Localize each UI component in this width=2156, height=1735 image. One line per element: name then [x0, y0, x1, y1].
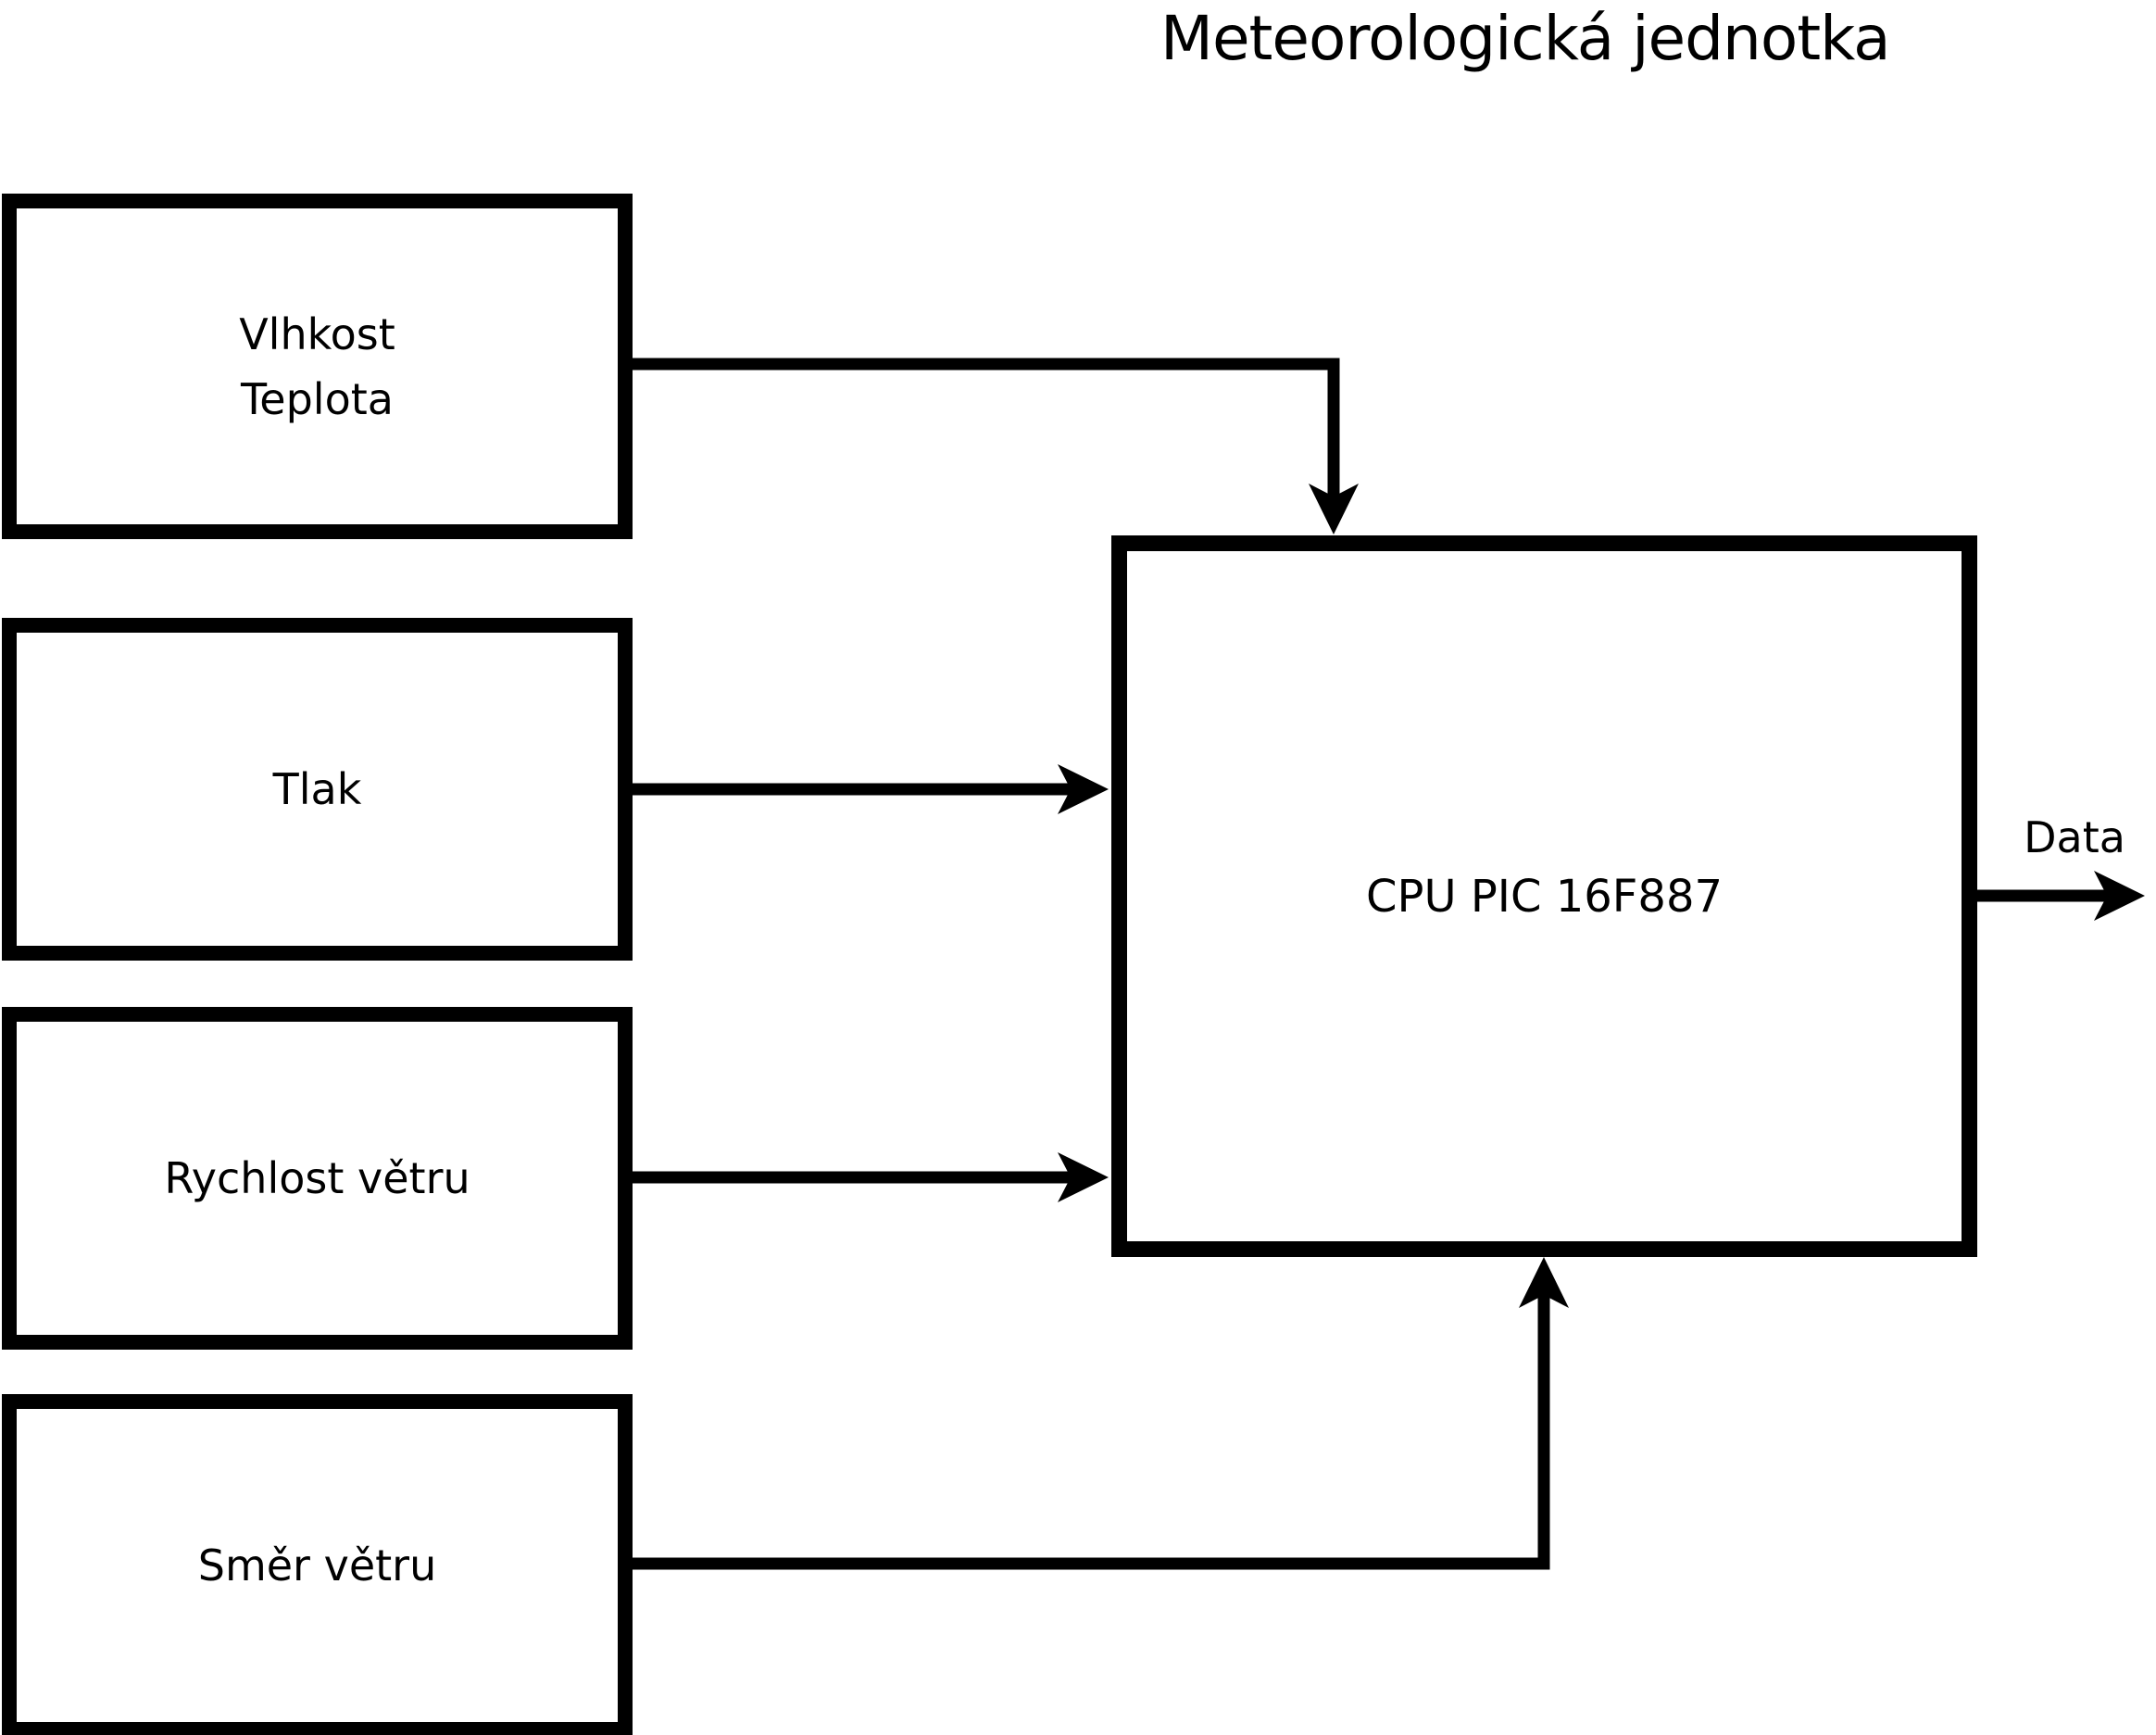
cpu-label: CPU PIC 16F887 [1365, 870, 1724, 923]
sensor-label-smer-vetru: Směr větru [197, 1540, 437, 1590]
connector-vlhkost-to-cpu [633, 358, 1359, 534]
connector-tlak-to-cpu [633, 764, 1109, 814]
sensor-label-tlak: Tlak [272, 764, 362, 814]
diagram-title: Meteorologická jednotka [1160, 3, 1891, 74]
sensor-label-vlhkost: Vlhkost [239, 308, 395, 359]
sensor-box-vlhkost-teplota: Vlhkost Teplota [2, 194, 633, 539]
sensor-box-smer-vetru: Směr větru [2, 1394, 633, 1735]
cpu-box: CPU PIC 16F887 [1111, 535, 1977, 1257]
sensor-box-rychlost-vetru: Rychlost větru [2, 1007, 633, 1350]
connector-cpu-to-data [1977, 871, 2145, 921]
sensor-box-label: Vlhkost Teplota [239, 302, 395, 432]
sensor-box-tlak: Tlak [2, 618, 633, 961]
data-output-label: Data [2024, 812, 2125, 862]
sensor-label-teplota: Teplota [241, 373, 394, 424]
connector-rychlost-to-cpu [633, 1152, 1109, 1202]
connector-smer-to-cpu [633, 1257, 1569, 1570]
sensor-label-rychlost-vetru: Rychlost větru [164, 1153, 470, 1203]
